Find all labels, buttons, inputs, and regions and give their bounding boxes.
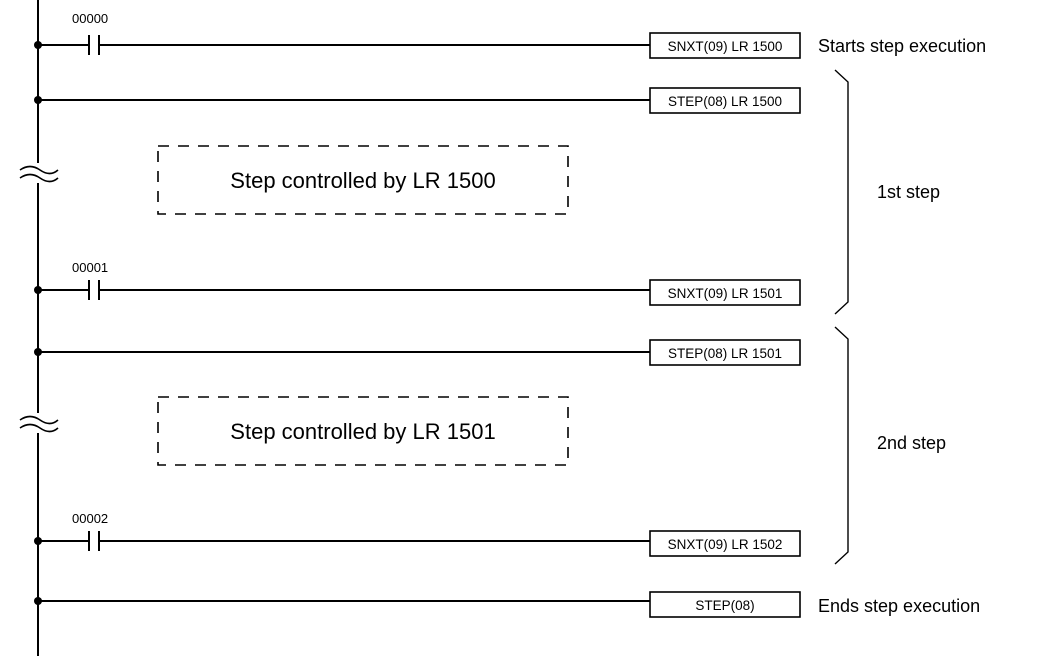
instruction-box <box>649 32 801 59</box>
brace-shape <box>834 69 849 315</box>
instruction-box <box>649 87 801 114</box>
instruction-label: STEP(08) LR 1501 <box>668 346 782 361</box>
step-brace-2: 2nd step <box>834 326 946 565</box>
rung-5: 00002 SNXT(09) LR 1502 <box>34 511 801 557</box>
rung-1: 00000 SNXT(09) LR 1500 Starts step execu… <box>34 11 986 59</box>
step-block-2: Step controlled by LR 1501 <box>157 396 569 466</box>
step-block-1: Step controlled by LR 1500 <box>157 145 569 215</box>
contact-symbol <box>88 531 100 551</box>
step-block-frame <box>157 396 569 466</box>
contact-address: 00001 <box>72 260 108 275</box>
instruction-label: SNXT(09) LR 1501 <box>668 286 783 301</box>
instruction-label: STEP(08) <box>695 598 754 613</box>
instruction-box <box>649 339 801 366</box>
rung-4: STEP(08) LR 1501 <box>34 339 801 366</box>
contact-symbol <box>88 35 100 55</box>
rung-2: STEP(08) LR 1500 <box>34 87 801 114</box>
step-block-label: Step controlled by LR 1500 <box>230 168 495 193</box>
instruction-label: SNXT(09) LR 1502 <box>668 537 783 552</box>
rung-note: Starts step execution <box>818 36 986 56</box>
instruction-box <box>649 279 801 306</box>
rung-6: STEP(08) Ends step execution <box>34 591 980 618</box>
instruction-box <box>649 530 801 557</box>
brace-label: 1st step <box>877 182 940 202</box>
step-brace-1: 1st step <box>834 69 940 315</box>
instruction-box <box>649 591 801 618</box>
instruction-label: SNXT(09) LR 1500 <box>668 39 783 54</box>
contact-address: 00002 <box>72 511 108 526</box>
brace-shape <box>834 326 849 565</box>
rung-3: 00001 SNXT(09) LR 1501 <box>34 260 801 306</box>
contact-symbol <box>88 280 100 300</box>
instruction-label: STEP(08) LR 1500 <box>668 94 782 109</box>
brace-label: 2nd step <box>877 433 946 453</box>
rung-note: Ends step execution <box>818 596 980 616</box>
rail-break-mark <box>19 165 59 183</box>
step-block-frame <box>157 145 569 215</box>
rail-break-mark <box>19 415 59 433</box>
contact-address: 00000 <box>72 11 108 26</box>
step-block-label: Step controlled by LR 1501 <box>230 419 495 444</box>
